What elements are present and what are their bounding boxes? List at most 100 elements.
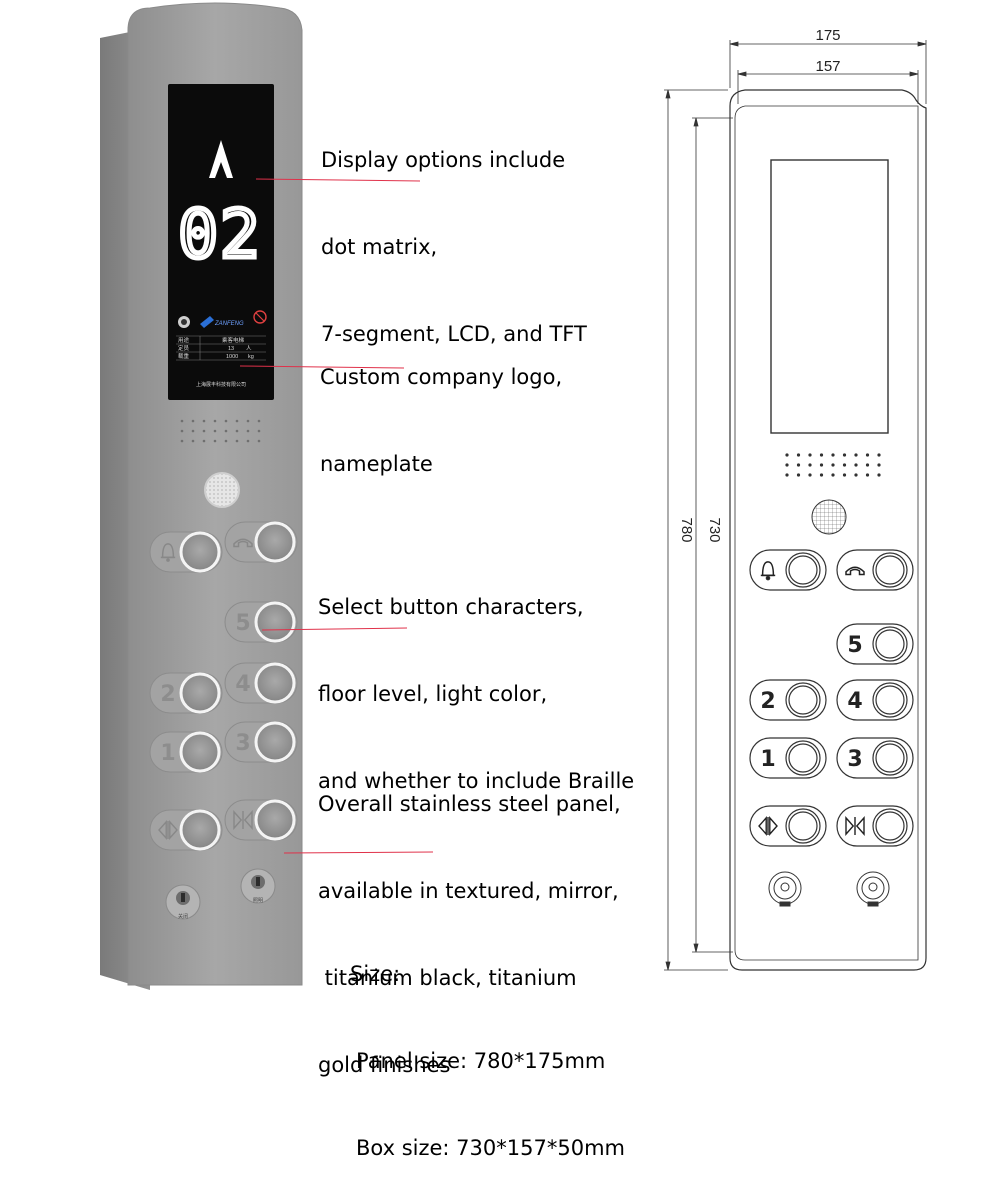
display-cutout	[770, 159, 889, 434]
floor-number-display: 02	[178, 196, 261, 273]
size-title: Size:	[350, 962, 401, 986]
annotation-line: Custom company logo,	[320, 365, 563, 389]
button-label: 3	[235, 731, 250, 756]
button-label: 5	[235, 611, 250, 636]
leader-line-buttons	[261, 627, 408, 631]
annotation-line: available in textured, mirror,	[318, 879, 619, 903]
key-switch-left[interactable]: 关闭	[165, 884, 201, 920]
up-arrow-icon	[209, 140, 233, 178]
dimension-height-outer: 780	[678, 517, 695, 542]
annotation-line: Overall stainless steel panel,	[318, 792, 621, 816]
nameplate-label: 定员	[178, 344, 190, 352]
button-label: 4	[235, 672, 250, 697]
drawing-door-close-button	[836, 805, 914, 847]
photo-button-group: 5 2 4 1 3	[149, 521, 298, 851]
button-label: 5	[847, 633, 862, 658]
door-close-button[interactable]	[224, 799, 298, 841]
floor2-button[interactable]: 2	[149, 672, 223, 714]
annotation-line: floor level, light color,	[318, 682, 548, 706]
annotation-logo: Custom company logo, nameplate	[320, 305, 562, 508]
button-label: 4	[847, 689, 862, 714]
box-outline	[734, 105, 919, 961]
door-close-icon	[233, 810, 253, 830]
annotation-buttons: Select button characters, floor level, l…	[318, 535, 634, 825]
nameplate-unit: 人	[246, 345, 252, 352]
dimension-height-inner: 730	[706, 517, 723, 542]
leader-line-finish	[283, 851, 434, 854]
annotation-display-options: Display options include dot matrix, 7-se…	[321, 88, 587, 378]
drawing-floor4-button: 4	[836, 679, 914, 721]
no-smoking-icon	[253, 310, 267, 324]
dimension-width-outer: 175	[815, 27, 840, 44]
annotation-line: 7-segment, LCD, and TFT	[321, 322, 587, 346]
nameplate-table: 用途 乘客电梯 定员 13 人 载重 1000 kg 上海展丰科技有限公司	[176, 335, 266, 388]
leader-line-display	[255, 178, 421, 182]
drawing-key-switch-right	[856, 871, 890, 907]
alarm-button[interactable]	[149, 531, 223, 573]
brand-text: ZANFENG	[214, 321, 244, 327]
annotation-line: nameplate	[320, 452, 433, 476]
technical-drawing: 5 2 4 1 3	[664, 40, 927, 971]
height-dimensions	[664, 89, 733, 971]
annotation-line: and whether to include Braille	[318, 769, 635, 793]
phone-icon	[845, 566, 865, 576]
microphone-grille	[204, 472, 240, 508]
button-label: 1	[160, 741, 175, 766]
nameplate-unit: kg	[248, 354, 254, 360]
nameplate-value: 1000	[226, 354, 238, 360]
leader-line-logo	[239, 365, 405, 369]
microphone-mesh	[811, 499, 847, 535]
drawing-floor1-button: 1	[749, 737, 827, 779]
nameplate-label: 用途	[178, 336, 190, 344]
panel-outline	[729, 89, 927, 971]
company-name-text: 上海展丰科技有限公司	[196, 381, 246, 388]
drawing-alarm-button	[749, 549, 827, 591]
key-switch-label: 关闭	[178, 913, 188, 920]
phone-button[interactable]	[224, 521, 298, 563]
drawing-phone-button	[836, 549, 914, 591]
nameplate-value: 13	[228, 346, 234, 352]
key-switch-label: 照明	[253, 898, 263, 904]
panel-size-text: Panel size: 780*175mm	[356, 1049, 606, 1073]
annotation-line: dot matrix,	[321, 235, 438, 259]
button-label: 3	[847, 747, 862, 772]
nameplate-label: 载重	[178, 352, 190, 360]
bell-icon	[160, 543, 176, 562]
size-block: Size: Panel size: 780*175mm Box size: 73…	[350, 902, 625, 1192]
annotation-line: titanium black, titanium	[318, 966, 577, 990]
door-open-icon	[758, 816, 778, 836]
drawing-floor2-button: 2	[749, 679, 827, 721]
drawing-floor5-button: 5	[836, 623, 914, 665]
speaker-grille	[180, 419, 261, 443]
phone-icon	[233, 538, 253, 548]
button-label: 2	[160, 682, 175, 707]
floor3-button[interactable]: 3	[224, 721, 298, 763]
panel-photo: 02 ZANFENG 用途 乘客电梯 定员 13 人 载重 1000 kg 上海…	[100, 2, 303, 990]
door-open-icon	[158, 820, 178, 840]
bell-icon	[760, 561, 776, 581]
floor1-button[interactable]: 1	[149, 731, 223, 773]
product-illustration: 02 ZANFENG 用途 乘客电梯 定员 13 人 载重 1000 kg 上海…	[100, 2, 927, 990]
leader-lines	[239, 178, 434, 854]
nameplate-value: 乘客电梯	[222, 336, 245, 344]
annotation-line: Display options include	[321, 148, 566, 172]
button-label: 2	[760, 689, 775, 714]
drawing-button-group: 5 2 4 1 3	[749, 549, 914, 847]
door-close-icon	[845, 816, 865, 836]
dimension-width-inner: 157	[815, 58, 840, 75]
speaker-holes	[785, 453, 881, 477]
display-screen	[168, 84, 274, 400]
key-switch-right[interactable]: 照明	[240, 868, 276, 904]
company-logo-icon	[200, 316, 214, 328]
width-dimensions	[729, 40, 927, 104]
annotation-line: Select button characters,	[318, 595, 584, 619]
floor5-button[interactable]: 5	[224, 601, 298, 643]
dimension-labels: 175 157 780 730	[678, 27, 841, 543]
door-open-button[interactable]	[149, 809, 223, 851]
button-label: 1	[760, 747, 775, 772]
drawing-door-open-button	[749, 805, 827, 847]
box-size-text: Box size: 730*157*50mm	[356, 1136, 625, 1160]
drawing-key-switch-left	[768, 871, 802, 907]
floor4-button[interactable]: 4	[224, 662, 298, 704]
drawing-floor3-button: 3	[836, 737, 914, 779]
